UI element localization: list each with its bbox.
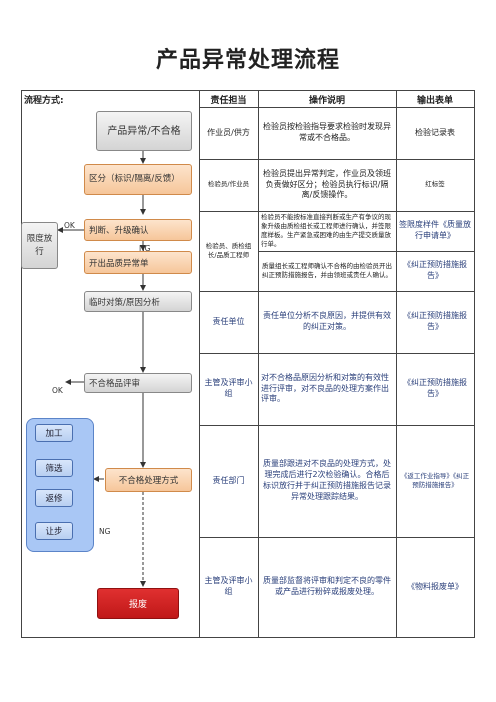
disposition-box: 不合格处理方式 [105, 468, 192, 492]
column-divider [258, 91, 259, 637]
row-responsibility: 主管及评审小组 [204, 576, 253, 596]
ok-label: OK [52, 386, 63, 395]
row-operation: 责任单位分析不良原因，并提供有效的纠正对策。 [263, 311, 391, 331]
ok-label: OK [64, 221, 75, 230]
row-divider [199, 159, 474, 160]
row-operation: 质量部监督将评审和判定不良的零件或产品进行粉碎或报废处理。 [263, 576, 391, 596]
distinguish-box: 区分（标识/隔离/反馈） [84, 164, 192, 195]
row-output: 《纠正预防措施报告》 [403, 311, 467, 331]
row-operation: 质量部跟进对不良品的处理方式，处理完成后进行2次检验确认。合格后标识放行并于纠正… [263, 459, 391, 501]
row-responsibility: 主管及评审小组 [204, 378, 253, 398]
row-responsibility: 检验员、质检组长/品质工程师 [205, 241, 252, 259]
row-operation: 检验员提出异常判定，作业员及领班负责做好区分；检验员执行标识/隔离/反馈操作。 [263, 168, 391, 200]
judge-box: 判断、升级确认 [84, 219, 192, 241]
row-output: 《返工作业指导》《纠正预防措施报告》 [400, 471, 470, 489]
option-screen-box: 筛选 [35, 459, 73, 477]
row-output: 《纠正预防措施报告》 [403, 378, 467, 398]
row-divider [199, 211, 474, 212]
temp-measure-box: 临时对策/原因分析 [84, 291, 192, 312]
row-responsibility: 作业员/供方 [207, 127, 250, 137]
option-rework-box: 返修 [35, 489, 73, 507]
ng-label: NG [99, 527, 111, 536]
header-output: 输出表单 [416, 95, 453, 106]
process-table: 流程方式: 责任担当 操作说明 输出表单 作业员/供方 检验员按检验指导要求检验… [21, 90, 475, 638]
header-responsibility: 责任担当 [210, 95, 247, 106]
scrap-box: 报废 [97, 588, 179, 619]
option-process-box: 加工 [35, 424, 73, 442]
row-operation: 检验员按检验指导要求检验时发现异常或不合格品。 [263, 122, 391, 142]
row-output: 《纠正预防措施报告》 [403, 260, 467, 280]
row-divider [199, 537, 474, 538]
row-operation: 检验员不能按标准直接判断或生产有争议的现象升级由质检组长或工程师进行确认，并签限… [261, 212, 391, 249]
row-operation: 质量组长或工程师确认不合格的由检验员开出纠正预防措施报告，并由领班或责任人确认。 [262, 261, 392, 279]
ng-label: NG [139, 244, 151, 253]
start-box: 产品异常/不合格 [96, 111, 192, 151]
header-flow: 流程方式: [24, 95, 64, 106]
row-output: 签限度样件《质量放行申请单》 [399, 220, 471, 240]
row-divider [199, 353, 474, 354]
review-box: 不合格品评审 [84, 373, 192, 393]
header-operation: 操作说明 [308, 95, 345, 106]
row-output: 红标签 [425, 180, 445, 189]
row-divider [258, 251, 474, 252]
column-divider [199, 91, 200, 637]
row-divider [199, 107, 474, 108]
limit-release-box: 限度放行 [21, 222, 58, 269]
row-operation: 对不合格品原因分析和对策的有效性进行评审，对不良品的处理方案作出评审。 [261, 372, 389, 404]
row-responsibility: 责任部门 [212, 475, 245, 485]
open-report-box: 开出品质异常单 [84, 251, 192, 274]
row-responsibility: 检验员/作业员 [207, 180, 250, 189]
row-responsibility: 责任单位 [212, 316, 245, 326]
row-divider [199, 291, 474, 292]
column-divider [396, 91, 397, 637]
row-output: 《物料报废单》 [407, 581, 463, 591]
page-title: 产品异常处理流程 [155, 48, 340, 73]
row-divider [199, 425, 474, 426]
row-output: 检验记录表 [415, 127, 455, 137]
option-concession-box: 让步 [35, 522, 73, 540]
